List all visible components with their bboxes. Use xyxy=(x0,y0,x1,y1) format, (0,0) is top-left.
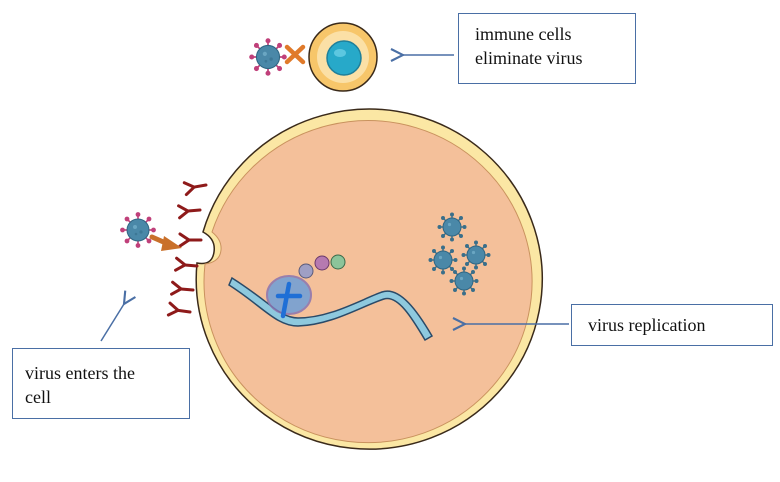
label-enters-line-2: cell xyxy=(25,387,51,407)
block-x-icon xyxy=(284,44,306,65)
label-immune-line-2: eliminate virus xyxy=(475,48,583,68)
label-virus-enters: virus enters the cell xyxy=(12,348,190,419)
arrow-to-entry xyxy=(100,304,124,342)
virus-icon xyxy=(249,38,287,76)
enzyme-complex-icon xyxy=(266,254,346,319)
immune-cell-icon xyxy=(308,22,378,92)
label-enters-line-1: virus enters the xyxy=(25,363,135,383)
pointer-arrows xyxy=(100,55,569,342)
immune-scene xyxy=(249,22,378,92)
label-replication-line-1: virus replication xyxy=(588,315,706,335)
label-immune-line-1: immune cells xyxy=(475,24,572,44)
host-cell xyxy=(195,108,543,450)
entry-arrow-icon xyxy=(149,234,182,251)
label-virus-replication: virus replication xyxy=(571,304,773,346)
label-immune-cells: immune cells eliminate virus xyxy=(458,13,636,84)
virus-icon xyxy=(120,212,156,248)
dna-strand-icon xyxy=(228,276,434,342)
block-x-icon xyxy=(275,281,303,319)
